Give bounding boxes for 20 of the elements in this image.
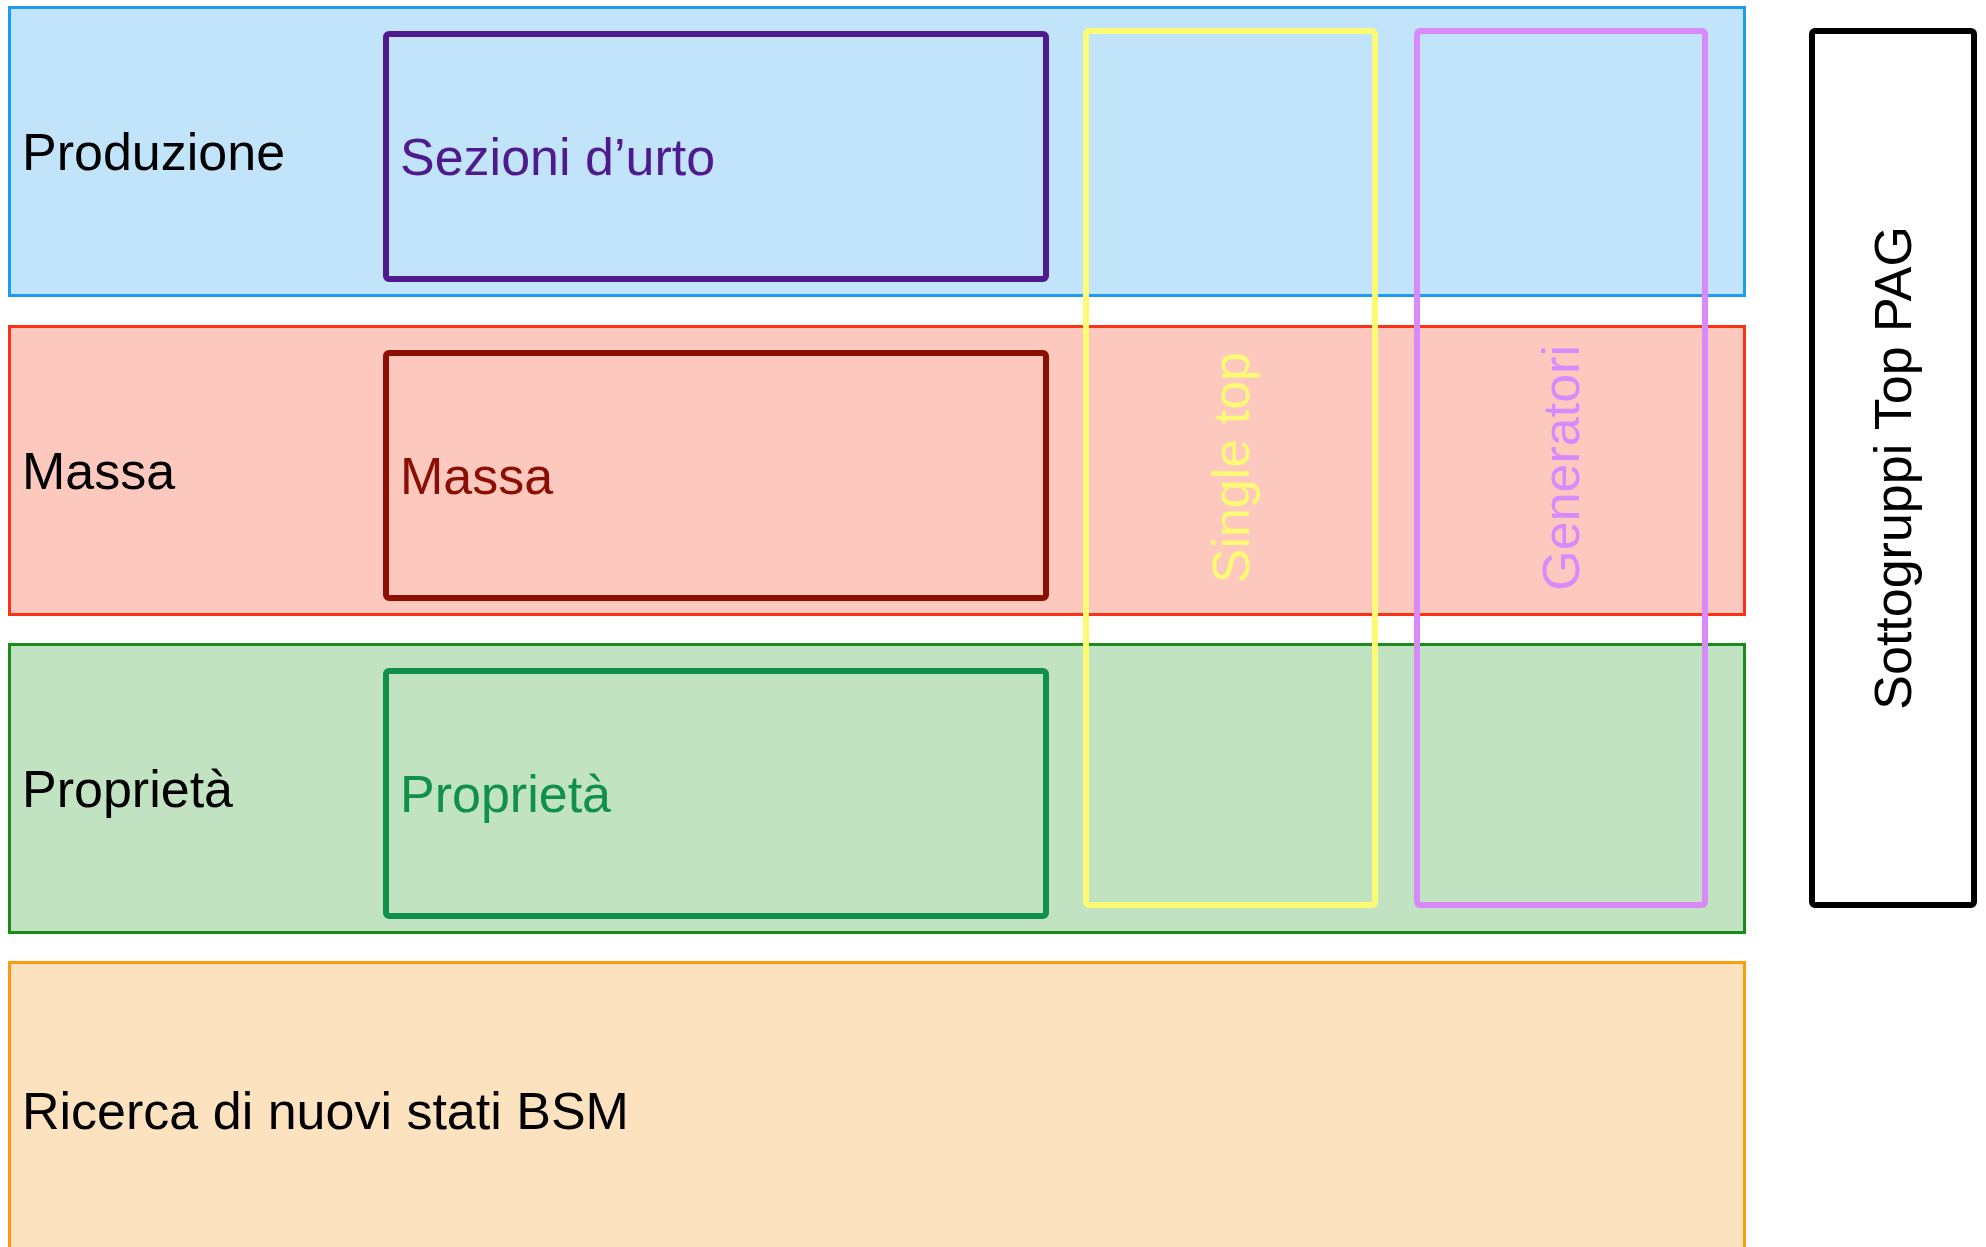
group-box xyxy=(1083,28,1378,908)
band xyxy=(8,643,1746,934)
group-label: Sezioni d’urto xyxy=(400,126,716,187)
band-label: Produzione xyxy=(22,121,286,182)
band xyxy=(8,961,1746,1247)
group-box xyxy=(1809,28,1977,908)
group-label: Massa xyxy=(400,445,554,506)
group-label: Single top xyxy=(1200,352,1261,584)
band-label: Proprietà xyxy=(22,758,233,819)
band xyxy=(8,325,1746,616)
group-label: Generatori xyxy=(1531,345,1591,591)
group-box xyxy=(1414,28,1708,908)
band-label: Ricerca di nuovi stati BSM xyxy=(22,1081,629,1141)
band-label: Massa xyxy=(22,440,176,501)
group-box xyxy=(383,668,1049,919)
group-label: Sottogruppi Top PAG xyxy=(1863,226,1923,710)
group-label: Proprietà xyxy=(400,763,611,824)
band xyxy=(8,6,1746,297)
group-box xyxy=(383,31,1049,282)
group-box xyxy=(383,350,1049,601)
